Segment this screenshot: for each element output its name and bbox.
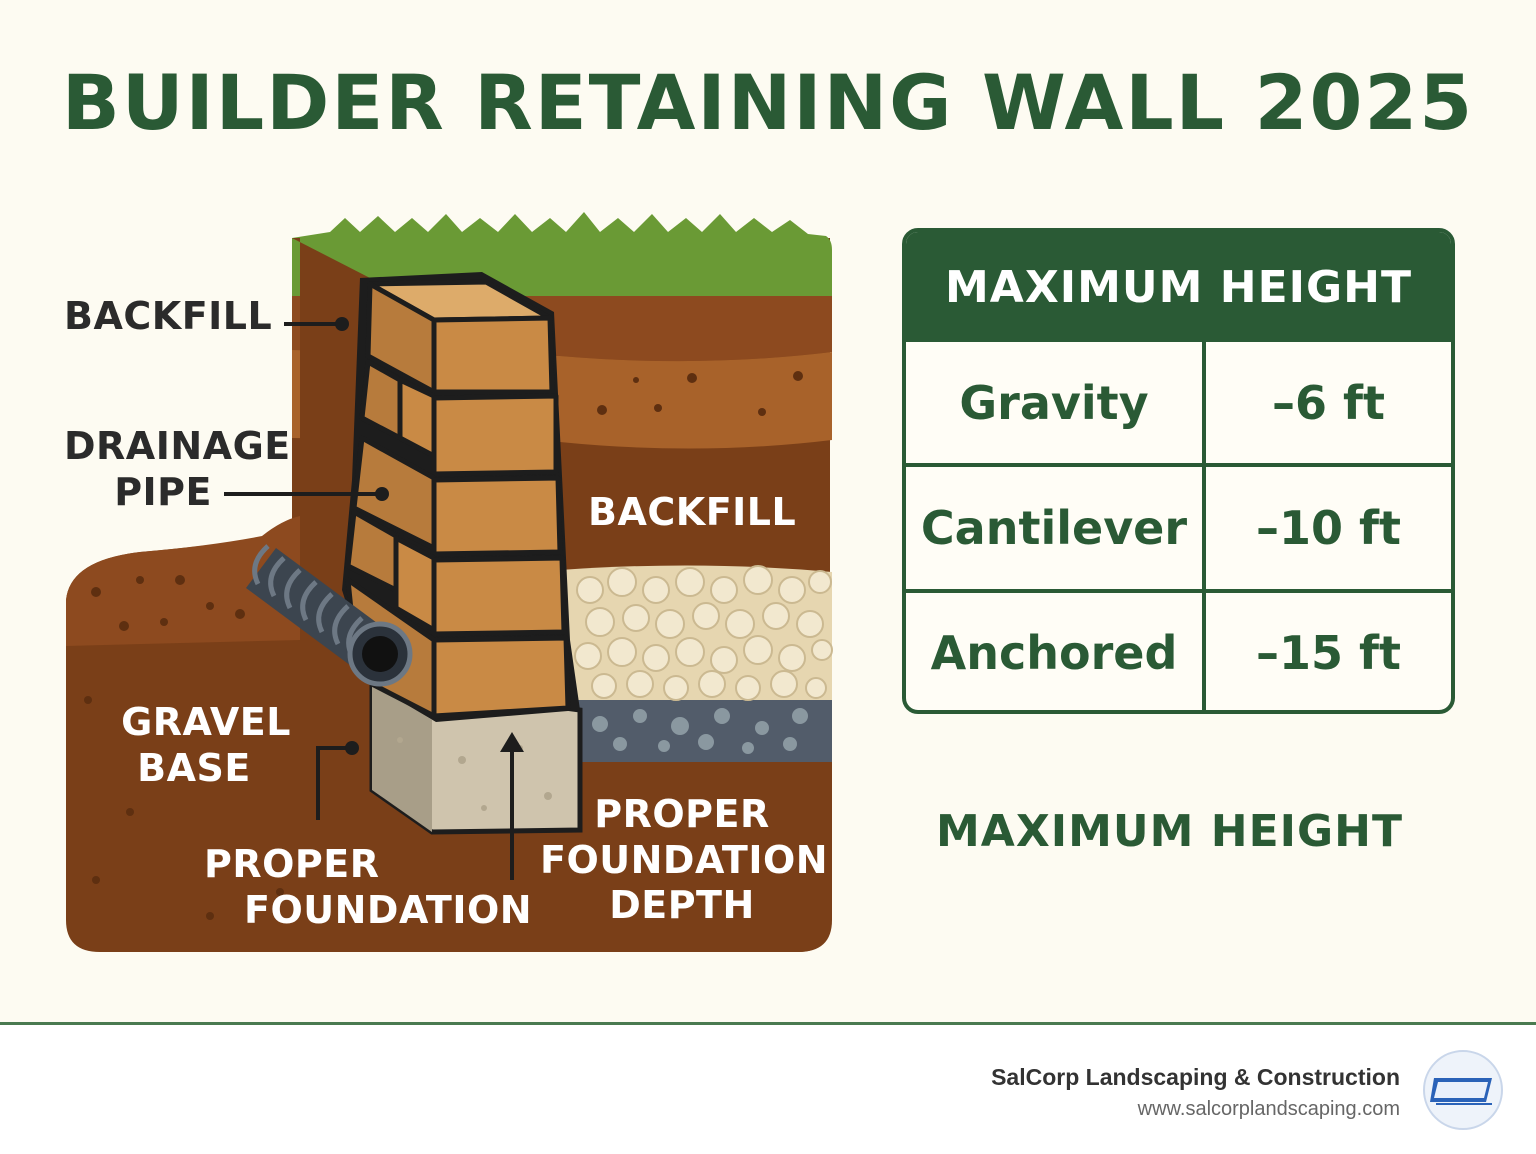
label-gravel-line1: GRAVEL — [121, 700, 291, 744]
label-backfill-left: BACKFILL — [64, 294, 273, 338]
logo-icon — [1430, 1078, 1492, 1105]
left-soil-mound — [66, 516, 300, 952]
label-drainage-line1: DRAINAGE — [64, 424, 291, 468]
label-drainage-line2: PIPE — [114, 469, 212, 514]
label-proper-foundation-line1: PROPER — [204, 842, 380, 886]
label-gravel-line2: BASE — [137, 745, 251, 790]
label-proper-foundation-line2: FOUNDATION — [244, 887, 533, 932]
wall-type-cell: Cantilever — [906, 467, 1206, 589]
foundation-arrow — [500, 732, 524, 752]
height-cell: –6 ft — [1271, 375, 1386, 430]
label-gravel-base: GRAVEL BASE — [118, 700, 294, 791]
label-drainage-pipe: DRAINAGE PIPE — [64, 424, 291, 515]
wall-type-cell: Gravity — [906, 342, 1206, 464]
table-row: Gravity –6 ft — [906, 342, 1451, 464]
stone-pebbles — [592, 708, 808, 754]
footer-divider — [0, 1022, 1536, 1025]
website-link[interactable]: www.salcorplandscaping.com — [1137, 1098, 1400, 1120]
wall-type-cell: Anchored — [906, 592, 1206, 710]
concrete-footing — [369, 679, 583, 835]
label-proper-foundation: PROPER FOUNDATION — [204, 842, 532, 933]
bottom-heading: MAXIMUM HEIGHT — [936, 806, 1403, 857]
gravel-pebbles — [574, 565, 833, 701]
backfill-marker — [335, 317, 349, 331]
label-foundation-depth: PROPER FOUNDATION DEPTH — [540, 792, 829, 929]
height-cell: –10 ft — [1255, 500, 1402, 555]
page-title: BUILDER RETAINING WALL 2025 — [61, 58, 1475, 147]
label-depth-line2: FOUNDATION — [540, 837, 829, 882]
drainage-pipe — [246, 544, 413, 687]
gravel-marker — [345, 741, 359, 755]
drainage-marker — [375, 487, 389, 501]
label-depth-line1: PROPER — [594, 792, 770, 836]
maximum-height-table: MAXIMUM HEIGHT Gravity –6 ft Cantilever … — [902, 228, 1455, 714]
label-depth-line3: DEPTH — [609, 883, 755, 928]
table-header: MAXIMUM HEIGHT — [906, 232, 1451, 342]
company-logo — [1423, 1050, 1503, 1130]
label-backfill-right: BACKFILL — [588, 490, 797, 534]
company-name: SalCorp Landscaping & Construction — [991, 1064, 1400, 1090]
wall-blocks — [345, 279, 571, 719]
height-cell: –15 ft — [1255, 626, 1402, 681]
table-row: Anchored –15 ft — [906, 588, 1451, 710]
footer — [0, 1025, 1536, 1154]
table-row: Cantilever –10 ft — [906, 463, 1451, 589]
leader-lines — [224, 322, 514, 880]
